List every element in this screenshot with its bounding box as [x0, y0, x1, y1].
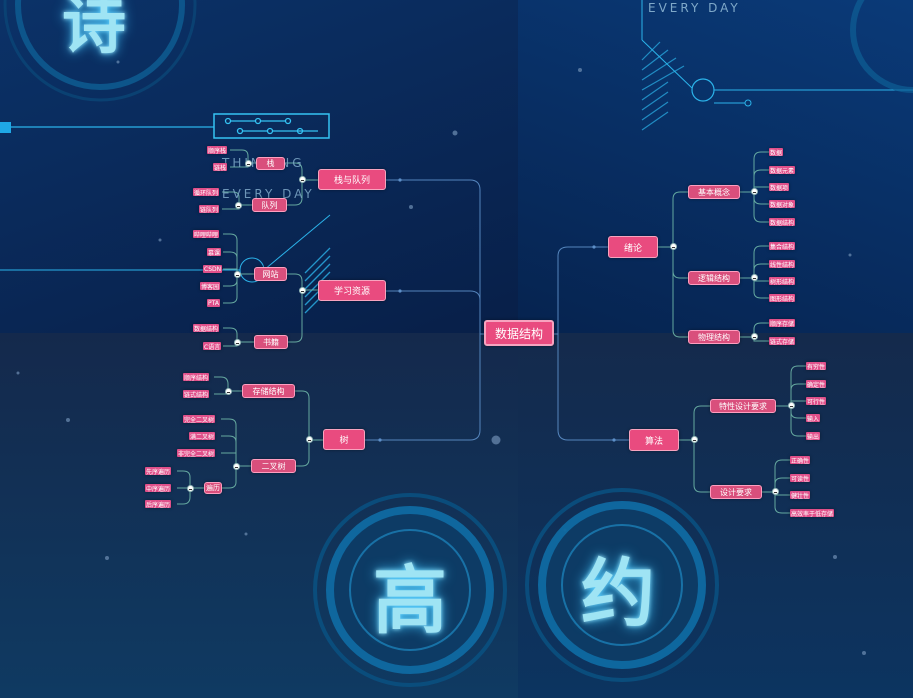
leaf-basic-0[interactable]: 数据 — [769, 148, 783, 156]
collapse-toggle-design[interactable] — [772, 488, 779, 495]
collapse-toggle-stack-queue[interactable] — [299, 176, 306, 183]
node-resources[interactable]: 学习资源 — [318, 280, 386, 301]
node-logical-structure[interactable]: 逻辑结构 — [688, 271, 740, 285]
leaf-traversal-2[interactable]: 后序遍历 — [145, 500, 171, 508]
leaf-basic-1[interactable]: 数据元素 — [769, 166, 795, 174]
collapse-toggle-books[interactable] — [234, 339, 241, 346]
deco-text-every-day-top: EVERY DAY — [648, 1, 741, 15]
node-algorithm[interactable]: 算法 — [629, 429, 679, 451]
collapse-toggle-tree-storage[interactable] — [225, 388, 232, 395]
collapse-toggle-tree[interactable] — [306, 436, 313, 443]
collapse-toggle-queue[interactable] — [235, 202, 242, 209]
leaf-design-3[interactable]: 高效率于低存储 — [790, 509, 834, 517]
leaf-basic-2[interactable]: 数据项 — [769, 183, 789, 191]
leaf-binary-0[interactable]: 完全二叉树 — [183, 415, 215, 423]
node-books[interactable]: 书籍 — [254, 335, 288, 349]
node-stack[interactable]: 栈 — [256, 157, 285, 170]
deco-char-yue: 约 — [581, 534, 655, 641]
collapse-toggle-logical[interactable] — [751, 274, 758, 281]
leaf-features-4[interactable]: 输出 — [806, 432, 820, 440]
node-websites[interactable]: 网站 — [254, 267, 287, 281]
root-node[interactable]: 数据结构 — [484, 320, 554, 346]
node-traversal[interactable]: 遍历 — [204, 482, 222, 494]
leaf-stack-1[interactable]: 链栈 — [213, 163, 227, 171]
node-features[interactable]: 特性设计要求 — [710, 399, 776, 413]
collapse-toggle-stack[interactable] — [245, 160, 252, 167]
leaf-design-2[interactable]: 健壮性 — [790, 491, 810, 499]
deco-char-gao: 高 — [373, 541, 447, 648]
node-tree-storage[interactable]: 存储结构 — [242, 384, 295, 398]
node-basic-concepts[interactable]: 基本概念 — [688, 185, 740, 199]
collapse-toggle-physical[interactable] — [751, 333, 758, 340]
leaf-queue-1[interactable]: 链队列 — [199, 205, 219, 213]
collapse-toggle-traversal[interactable] — [187, 485, 194, 492]
leaf-queue-0[interactable]: 循环队列 — [193, 188, 219, 196]
leaf-traversal-0[interactable]: 先序遍历 — [145, 467, 171, 475]
leaf-binary-1[interactable]: 满二叉树 — [189, 432, 215, 440]
leaf-physical-1[interactable]: 链式存储 — [769, 337, 795, 345]
leaf-logical-1[interactable]: 线性结构 — [769, 260, 795, 268]
leaf-websites-1[interactable]: 慕课 — [207, 248, 221, 256]
leaf-physical-0[interactable]: 顺序存储 — [769, 319, 795, 327]
node-tree[interactable]: 树 — [323, 429, 365, 450]
collapse-toggle-resources[interactable] — [299, 287, 306, 294]
node-stack-queue[interactable]: 栈与队列 — [318, 169, 386, 190]
leaf-design-0[interactable]: 正确性 — [790, 456, 810, 464]
leaf-features-3[interactable]: 输入 — [806, 414, 820, 422]
collapse-toggle-basic[interactable] — [751, 188, 758, 195]
leaf-books-1[interactable]: C语言 — [203, 342, 221, 350]
leaf-stack-0[interactable]: 顺序栈 — [207, 146, 227, 154]
leaf-logical-3[interactable]: 图形结构 — [769, 294, 795, 302]
collapse-toggle-algorithm[interactable] — [691, 436, 698, 443]
node-design-requirements[interactable]: 设计要求 — [710, 485, 762, 499]
collapse-toggle-intro[interactable] — [670, 243, 677, 250]
leaf-features-0[interactable]: 有穷性 — [806, 362, 826, 370]
leaf-features-2[interactable]: 可行性 — [806, 397, 826, 405]
leaf-basic-3[interactable]: 数据对象 — [769, 200, 795, 208]
leaf-traversal-1[interactable]: 中序遍历 — [145, 484, 171, 492]
leaf-websites-0[interactable]: 哔哩哔哩 — [193, 230, 219, 238]
leaf-websites-4[interactable]: PTA — [207, 299, 220, 307]
node-physical-structure[interactable]: 物理结构 — [688, 330, 740, 344]
leaf-websites-2[interactable]: CSDN — [203, 265, 222, 273]
leaf-logical-0[interactable]: 集合结构 — [769, 242, 795, 250]
leaf-books-0[interactable]: 数据结构 — [193, 324, 219, 332]
node-binary-tree[interactable]: 二叉树 — [251, 459, 296, 473]
node-queue[interactable]: 队列 — [252, 198, 287, 212]
leaf-binary-2[interactable]: 非完全二叉树 — [177, 449, 215, 457]
leaf-design-1[interactable]: 可读性 — [790, 474, 810, 482]
leaf-features-1[interactable]: 确定性 — [806, 380, 826, 388]
leaf-tree-storage-1[interactable]: 链式结构 — [183, 390, 209, 398]
leaf-basic-4[interactable]: 数据结构 — [769, 218, 795, 226]
leaf-logical-2[interactable]: 树形结构 — [769, 277, 795, 285]
leaf-tree-storage-0[interactable]: 顺序结构 — [183, 373, 209, 381]
collapse-toggle-features[interactable] — [788, 402, 795, 409]
collapse-toggle-websites[interactable] — [234, 271, 241, 278]
collapse-toggle-binary-tree[interactable] — [233, 463, 240, 470]
node-intro[interactable]: 绪论 — [608, 236, 658, 258]
deco-char-top-left: 诗 — [62, 0, 126, 66]
leaf-websites-3[interactable]: 博客园 — [200, 282, 220, 290]
